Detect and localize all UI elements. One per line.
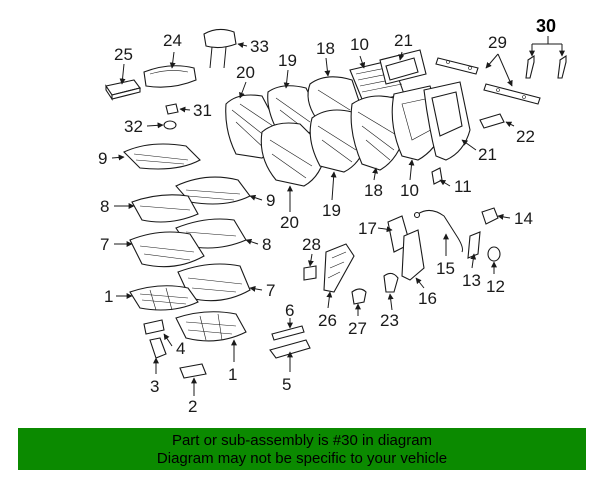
leader-lines [111, 36, 565, 396]
callout-labels: 33 24 25 31 32 20 19 18 10 21 29 30 22 2… [98, 16, 556, 416]
part-32-shape [163, 120, 177, 130]
part-14-shape [481, 207, 499, 225]
part-28-shape [303, 265, 317, 281]
seat-back-21-frame [423, 81, 471, 161]
callout-9-left: 9 [98, 149, 107, 168]
frame-1-right [175, 311, 247, 342]
callout-21-top: 21 [394, 31, 413, 50]
seat-back-21-top [379, 49, 427, 85]
callout-23: 23 [380, 311, 399, 330]
callout-31: 31 [193, 101, 212, 120]
callout-8-left: 8 [100, 197, 109, 216]
cushion-9-right [175, 176, 251, 205]
part-13-shape [467, 231, 481, 259]
part-6-shape [271, 325, 305, 341]
banner-line-1: Part or sub-assembly is #30 in diagram [171, 432, 433, 449]
callout-10-bottom: 10 [400, 181, 419, 200]
part-31-shape [165, 103, 179, 115]
part-22-shape [479, 113, 505, 129]
callout-19-top: 19 [278, 51, 297, 70]
seat-parts-diagram: 33 24 25 31 32 20 19 18 10 21 29 30 22 2… [98, 16, 567, 416]
callout-20-top: 20 [236, 63, 255, 82]
notice-banner: Part or sub-assembly is #30 in diagram D… [18, 428, 586, 470]
callout-6: 6 [285, 301, 294, 320]
callout-11: 11 [454, 177, 472, 196]
part-12-shape [487, 246, 501, 262]
cushion-7-left [129, 231, 205, 268]
banner-line-2: Diagram may not be specific to your vehi… [156, 450, 448, 467]
callout-1-left: 1 [104, 287, 113, 306]
callout-20-bottom: 20 [280, 213, 299, 232]
callout-18-bottom: 18 [364, 181, 383, 200]
part-23-shape [383, 272, 399, 293]
callout-7-right: 7 [266, 281, 275, 300]
callout-8-right: 8 [262, 235, 271, 254]
callout-17: 17 [358, 219, 377, 238]
callout-26: 26 [318, 311, 337, 330]
callout-30: 30 [536, 16, 556, 36]
part-27-shape [351, 288, 367, 305]
part-3-shape [149, 337, 167, 359]
callout-22: 22 [516, 127, 535, 146]
callout-24: 24 [163, 31, 182, 50]
callout-1-right: 1 [228, 365, 237, 384]
part-2-shape [179, 363, 207, 379]
callout-13: 13 [462, 271, 481, 290]
callout-9-right: 9 [266, 191, 275, 210]
callout-33: 33 [250, 37, 269, 56]
callout-12: 12 [486, 277, 505, 296]
cushion-9-left [123, 143, 201, 170]
callout-2: 2 [188, 397, 197, 416]
part-29-shape [435, 57, 541, 105]
callout-19-bottom: 19 [322, 201, 341, 220]
callout-21-bottom: 21 [478, 145, 497, 164]
callout-18-top: 18 [316, 39, 335, 58]
callout-4: 4 [176, 339, 185, 358]
cushion-8-left [131, 194, 199, 223]
callout-25: 25 [114, 45, 133, 64]
callout-10-top: 10 [350, 35, 369, 54]
callout-16: 16 [418, 289, 437, 308]
callout-28: 28 [302, 235, 321, 254]
part-24-shape [143, 65, 197, 88]
callout-14: 14 [514, 209, 533, 228]
frame-1-left [129, 285, 199, 311]
part-16-shape [401, 229, 425, 281]
callout-3: 3 [150, 377, 159, 396]
callout-5: 5 [282, 375, 291, 394]
part-26-shape [323, 243, 355, 293]
part-4-shape [143, 319, 165, 335]
callout-29: 29 [488, 33, 507, 52]
callout-15: 15 [436, 259, 455, 278]
callout-27: 27 [348, 319, 367, 338]
part-5-shape [269, 339, 311, 359]
part-11-shape [431, 167, 443, 185]
part-30-shape [525, 54, 567, 79]
callout-32: 32 [124, 117, 143, 136]
part-25-shape [105, 79, 141, 101]
callout-7-left: 7 [100, 235, 109, 254]
seat-back-20-center [260, 122, 327, 187]
part-33-shape [203, 28, 237, 69]
part-15-shape [413, 210, 463, 253]
